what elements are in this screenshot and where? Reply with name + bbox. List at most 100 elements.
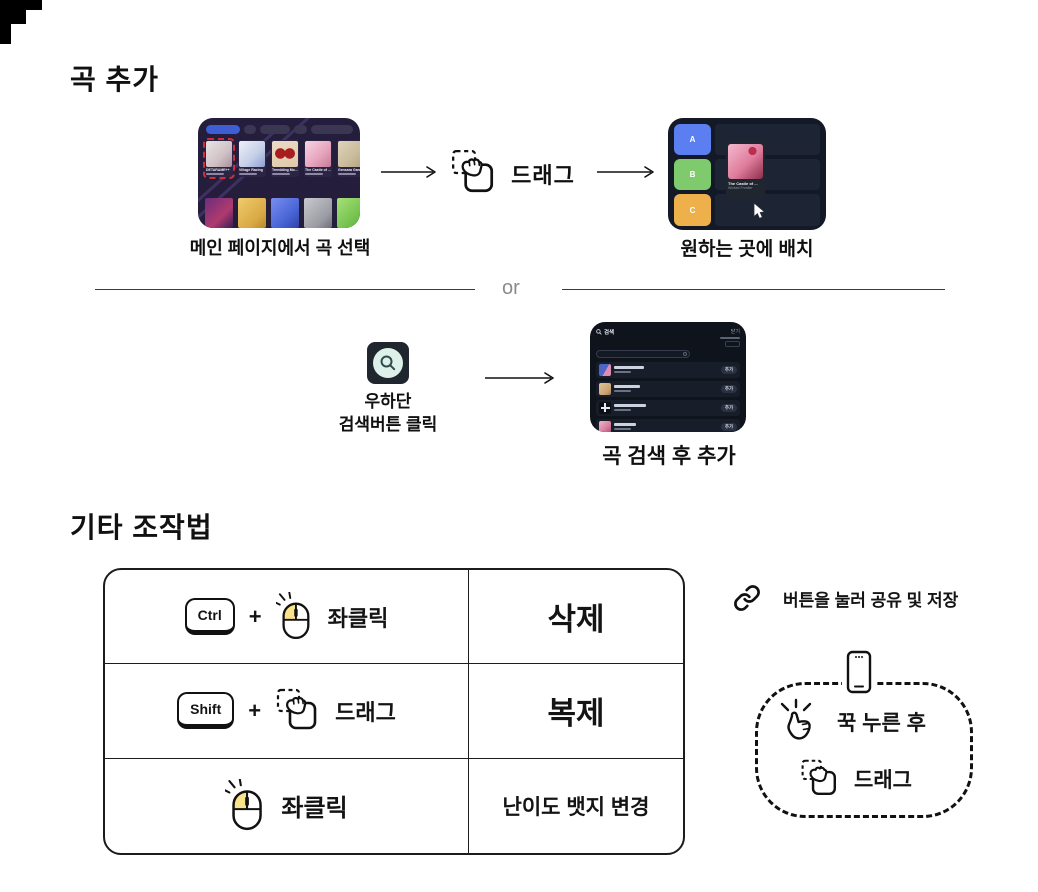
main-page-screenshot: DETARAME++ Village Racing Trembling Mo..… (198, 118, 360, 228)
search-input (596, 349, 690, 358)
table-row-3-shortcut: 좌클릭 (105, 758, 469, 853)
search-result-row: 추가 (596, 361, 740, 378)
action-label: 좌클릭 (327, 605, 389, 631)
add-button: 추가 (721, 365, 737, 374)
link-icon (734, 585, 760, 611)
table-row-2-shortcut: Shift + 드래그 (105, 664, 469, 759)
tier-row-area (715, 194, 820, 226)
song-card-row: DETARAME++ Village Racing Trembling Mo..… (203, 138, 360, 179)
press-label: 꾹 누른 후 (837, 712, 926, 735)
caption-search-button: 우하단 검색버튼 클릭 (318, 390, 458, 436)
table-row-1-shortcut: Ctrl + 좌클릭 (105, 570, 469, 665)
share-tip: 버튼을 눌러 공유 및 저장 (733, 584, 958, 612)
search-modal-title-text: 검색 (604, 330, 615, 336)
song-artist-bar (305, 173, 323, 175)
song-card: The Castle of ... (304, 140, 332, 177)
arrow-right-icon (597, 166, 654, 178)
share-tip-text: 버튼을 눌러 공유 및 저장 (783, 590, 959, 610)
search-input-icon (683, 351, 687, 356)
song-title: DETARAME++ (206, 168, 230, 172)
album-art (338, 141, 360, 167)
tier-label-a: A (674, 124, 711, 155)
section-heading-other-controls: 기타 조작법 (70, 512, 213, 543)
ctrl-key-icon: Ctrl (184, 598, 235, 636)
result-label: 삭제 (547, 602, 605, 638)
caption-line1: 우하단 (364, 392, 412, 411)
phone-icon-wrap (842, 650, 876, 699)
search-circle (373, 348, 403, 378)
album-art (272, 141, 298, 167)
album-art (599, 363, 611, 376)
song-card-selected: DETARAME++ (203, 138, 235, 179)
table-row-1-result: 삭제 (469, 570, 683, 665)
caption-select-song: 메인 페이지에서 곡 선택 (189, 238, 371, 258)
tap-press-icon (780, 698, 812, 740)
album-art (205, 198, 233, 228)
sort-label-bar (720, 337, 740, 339)
album-art (271, 198, 299, 228)
song-title: The Castle of ... (305, 168, 331, 172)
song-card-row-partial (205, 198, 360, 228)
album-art (238, 198, 266, 228)
song-title: Trembling Mo... (272, 168, 298, 172)
corner-glitch-artifact (0, 0, 42, 44)
album-art (304, 198, 332, 228)
close-button: 닫기 (730, 329, 740, 335)
divider-line-left (95, 289, 475, 290)
result-label: 난이도 뱃지 변경 (502, 795, 650, 819)
album-art (599, 420, 611, 432)
caption-search-add: 곡 검색 후 추가 (602, 445, 736, 468)
drag-icon (452, 149, 494, 193)
or-label: or (502, 277, 520, 299)
drag-icon (801, 759, 836, 795)
caption-line2: 검색버튼 클릭 (338, 415, 438, 434)
album-art (728, 144, 763, 179)
search-button-illustration (367, 342, 409, 384)
mobile-drag-row: 드래그 (800, 758, 912, 800)
section-heading-add-song: 곡 추가 (70, 64, 160, 95)
controls-table: Ctrl + 좌클릭 삭제 Shift + (103, 568, 685, 855)
shift-key-icon: Shift (177, 692, 235, 730)
search-modal-screenshot: 검색 닫기 추가 추가 (590, 322, 746, 432)
drag-label: 드래그 (854, 769, 912, 792)
mini-tab-pill (259, 125, 290, 134)
drag-label: 드래그 (511, 163, 575, 188)
tier-label-b: B (674, 159, 711, 190)
album-art (599, 382, 611, 395)
album-art (206, 141, 232, 167)
placed-song-card: The Castle of ... Wicked Frontier (726, 142, 765, 199)
add-button: 추가 (721, 422, 737, 431)
mini-tab-pill (293, 125, 307, 134)
action-label: 드래그 (335, 699, 396, 725)
album-art (305, 141, 331, 167)
smartphone-icon (846, 650, 872, 694)
divider-line-right (562, 289, 945, 290)
song-artist: Wicked Frontier (728, 186, 753, 190)
action-label: 좌클릭 (281, 795, 348, 823)
search-icon (596, 329, 602, 335)
album-art (239, 141, 265, 167)
album-art (599, 401, 611, 414)
caption-place-anywhere: 원하는 곳에 배치 (680, 239, 814, 260)
plus-sign: + (248, 603, 262, 629)
add-button: 추가 (721, 384, 737, 393)
search-result-row: 추가 (596, 380, 740, 397)
search-result-row: 추가 (596, 418, 740, 432)
song-artist-bar (338, 173, 356, 175)
table-row-3-result: 난이도 뱃지 변경 (469, 759, 683, 853)
result-label: 복제 (547, 696, 605, 732)
song-card: Gensara Gard... (337, 140, 360, 177)
song-title: Village Racing (239, 168, 263, 172)
arrow-right-icon (485, 372, 554, 384)
search-icon (380, 355, 396, 371)
mobile-press-row: 꾹 누른 후 (775, 698, 926, 746)
tier-list-screenshot: A B C The Castle of ... Wicked Frontier (668, 118, 826, 230)
mini-tab-pill (310, 125, 353, 134)
song-title: Gensara Gard... (338, 168, 360, 172)
mini-tab-pill-active (205, 125, 240, 134)
song-card: Trembling Mo... (271, 140, 299, 177)
mouse-left-click-icon (225, 778, 263, 830)
song-artist-bar (272, 173, 290, 175)
album-art (337, 198, 360, 228)
add-button: 추가 (721, 403, 737, 412)
